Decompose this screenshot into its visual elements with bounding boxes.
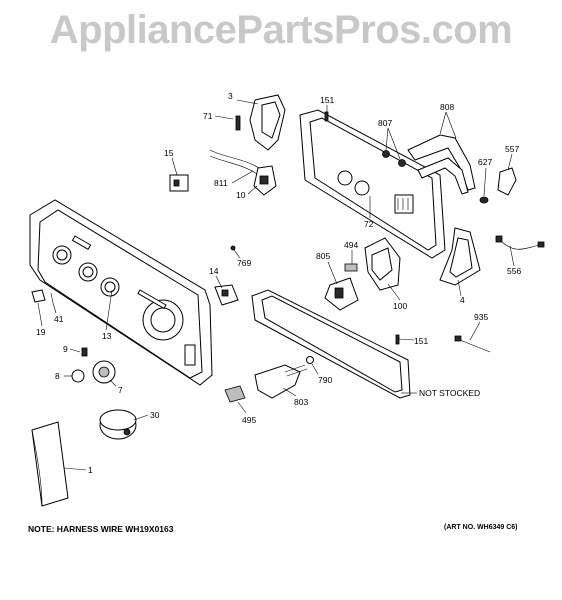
label-627: 627	[478, 157, 492, 167]
label-790: 790	[318, 375, 332, 385]
timer-part-30	[99, 409, 137, 440]
knob-part-19	[31, 289, 54, 304]
label-71: 71	[203, 111, 213, 121]
label-494: 494	[344, 240, 358, 250]
backsplash-part-72	[299, 109, 446, 259]
label-19: 19	[36, 327, 46, 337]
label-15: 15	[164, 148, 174, 158]
label-557: 557	[505, 144, 519, 154]
label-not-stocked: NOT STOCKED	[419, 388, 480, 398]
wire-harness-part-811	[209, 149, 277, 196]
label-769: 769	[237, 258, 251, 268]
label-41: 41	[54, 314, 64, 324]
harness-part-556	[495, 235, 545, 250]
screw-part-769	[230, 245, 236, 251]
control-panel-part	[29, 199, 213, 386]
bracket-part-14	[214, 284, 239, 306]
watermark-logo: AppliancePartsPros.com	[49, 8, 513, 52]
label-811: 811	[214, 178, 228, 188]
screw-part-151-upper	[324, 111, 329, 122]
label-495: 495	[242, 415, 256, 425]
label-7: 7	[118, 385, 123, 395]
switch-part-557	[479, 167, 517, 204]
label-30: 30	[150, 410, 160, 420]
rear-cover-part	[251, 289, 411, 399]
label-803: 803	[294, 397, 308, 407]
label-4: 4	[460, 295, 465, 305]
label-935: 935	[474, 312, 488, 322]
hose-part-808	[382, 134, 476, 195]
label-3: 3	[228, 91, 233, 101]
label-13: 13	[102, 331, 112, 341]
label-556: 556	[507, 266, 521, 276]
label-1: 1	[88, 465, 93, 475]
art-number: (ART NO. WH6349 C6)	[444, 524, 518, 531]
leader-lines	[37, 99, 515, 471]
label-151-lower: 151	[414, 336, 428, 346]
label-808: 808	[440, 102, 454, 112]
label-9: 9	[63, 344, 68, 354]
manual-part-1	[31, 421, 69, 507]
harness-note: NOTE: HARNESS WIRE WH19X0163	[28, 524, 174, 534]
knob-parts-9-8-7	[71, 347, 116, 384]
screw-part-151-lower	[395, 334, 400, 345]
label-72: 72	[364, 219, 374, 229]
valve-part-805	[324, 237, 401, 311]
label-805: 805	[316, 251, 330, 261]
wire-part-935	[454, 335, 491, 353]
dispenser-part-803	[224, 356, 314, 403]
bracket-part-3	[235, 94, 286, 151]
label-8: 8	[55, 371, 60, 381]
label-14: 14	[209, 266, 219, 276]
label-807: 807	[378, 118, 392, 128]
switch-part-15	[169, 174, 189, 192]
label-151-upper: 151	[320, 95, 334, 105]
endcap-part-4	[439, 227, 481, 286]
label-100: 100	[393, 301, 407, 311]
label-10: 10	[236, 190, 246, 200]
